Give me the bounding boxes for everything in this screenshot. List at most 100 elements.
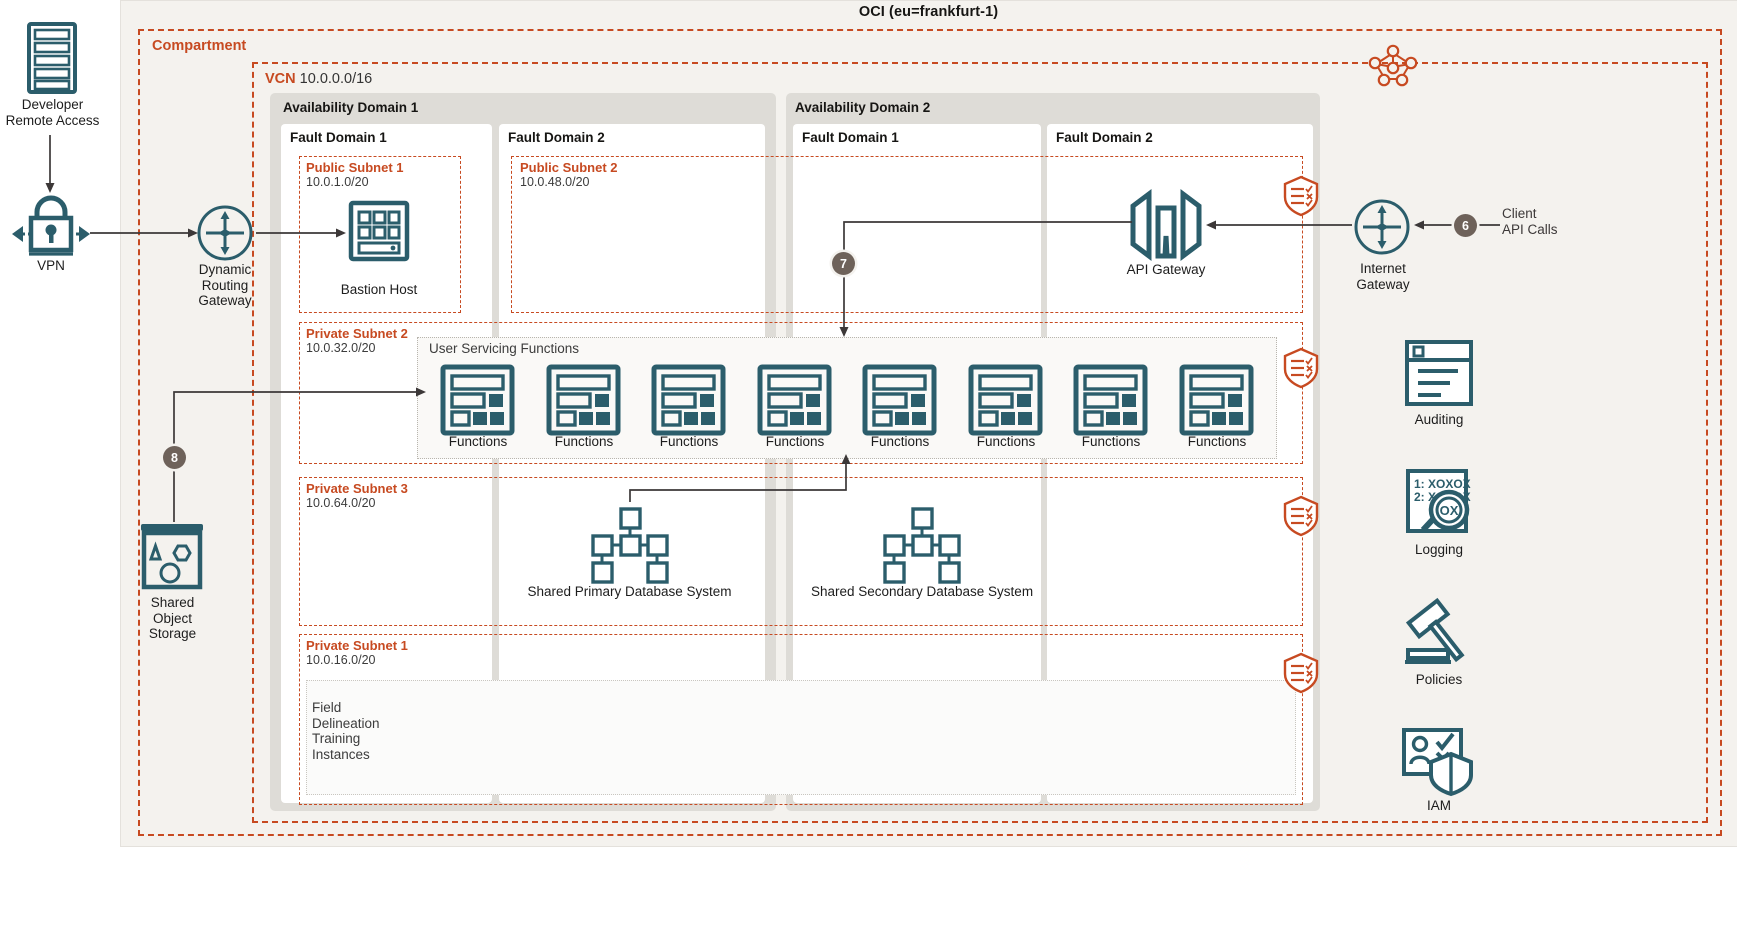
private-subnet-1-cidr: 10.0.16.0/20 xyxy=(306,653,376,667)
function-tile-5-label: Functions xyxy=(976,434,1036,449)
security-list-2[interactable] xyxy=(1282,495,1320,537)
shared-object-storage-label: Shared Object Storage xyxy=(120,595,225,642)
functions-icon xyxy=(757,364,832,436)
public-subnet-2-cidr: 10.0.48.0/20 xyxy=(520,175,590,189)
internet-gateway-line-2: Gateway xyxy=(1356,276,1410,292)
vcn-name: VCN xyxy=(265,71,296,87)
function-tile-1[interactable] xyxy=(546,364,621,436)
functions-icon xyxy=(862,364,937,436)
compartment-label: Compartment xyxy=(152,38,247,54)
internet-gateway-icon xyxy=(1354,199,1410,255)
developer-label-line2: Remote Access xyxy=(5,112,100,128)
function-tile-6[interactable] xyxy=(1073,364,1148,436)
security-list-1[interactable] xyxy=(1282,347,1320,389)
function-tile-2[interactable] xyxy=(651,364,726,436)
drg-line-1: Dynamic xyxy=(198,262,252,277)
function-tile-1-label: Functions xyxy=(554,434,614,449)
training-line-1: Field xyxy=(312,700,342,715)
public-subnet-2-name: Public Subnet 2 xyxy=(520,160,618,175)
public-subnet-1-name: Public Subnet 1 xyxy=(306,160,404,175)
bastion-host-label: Bastion Host xyxy=(340,282,418,297)
developer-remote-access-node[interactable] xyxy=(26,22,78,94)
private-subnet-1-name: Private Subnet 1 xyxy=(306,638,408,653)
vcn-network-nodes-icon-wrapper xyxy=(1365,42,1421,90)
drg-line-3: Gateway xyxy=(198,293,252,308)
connector-drg-to-bastion xyxy=(256,228,346,238)
connector-object-storage-to-functions xyxy=(173,387,426,522)
training-instances-group xyxy=(306,680,1296,795)
vpn-label: VPN xyxy=(37,258,65,273)
vpn-lock-icon xyxy=(12,195,90,256)
dynamic-routing-gateway-icon xyxy=(197,205,253,261)
security-list-shield-icon xyxy=(1283,495,1319,537)
functions-icon xyxy=(1073,364,1148,436)
function-tile-5[interactable] xyxy=(968,364,1043,436)
api-gateway-node[interactable] xyxy=(1127,189,1205,262)
governance-label-auditing: Auditing xyxy=(1414,412,1464,427)
private-subnet-2-cidr: 10.0.32.0/20 xyxy=(306,341,376,355)
connector-vpn-to-drg xyxy=(90,228,198,238)
api-gateway-icon xyxy=(1130,189,1202,261)
client-line-2: API Calls xyxy=(1502,221,1558,237)
object-storage-line-1: Shared xyxy=(150,595,195,610)
connector-database-to-functions xyxy=(629,454,851,502)
security-list-0[interactable] xyxy=(1282,175,1320,217)
network-nodes-icon xyxy=(1368,44,1418,87)
public-subnet-1-label: Public Subnet 1 10.0.1.0/20 xyxy=(306,160,404,190)
step-badge-7: 7 xyxy=(832,252,855,275)
bastion-host-node[interactable] xyxy=(348,200,410,262)
function-tile-4[interactable] xyxy=(862,364,937,436)
security-list-shield-icon xyxy=(1283,347,1319,389)
client-api-calls-label: Client API Calls xyxy=(1502,206,1622,237)
governance-item-logging[interactable]: 1: XOXOX 2: XOXOX OX Logging xyxy=(1393,468,1485,557)
functions-icon xyxy=(440,364,515,436)
developer-remote-access-label: Developer Remote Access xyxy=(0,97,105,128)
public-subnet-1-boundary xyxy=(299,156,461,313)
public-subnet-1-cidr: 10.0.1.0/20 xyxy=(306,175,369,189)
security-list-3[interactable] xyxy=(1282,652,1320,694)
function-tile-3-label: Functions xyxy=(765,434,825,449)
public-subnet-2-boundary xyxy=(511,156,1303,313)
function-tile-7-label: Functions xyxy=(1187,434,1247,449)
server-rack-icon xyxy=(27,22,77,94)
functions-icon xyxy=(546,364,621,436)
functions-icon xyxy=(651,364,726,436)
private-subnet-3-label: Private Subnet 3 10.0.64.0/20 xyxy=(306,481,408,511)
shared-primary-database-node[interactable] xyxy=(585,507,675,585)
function-tile-7[interactable] xyxy=(1179,364,1254,436)
database-system-icon xyxy=(591,507,669,584)
ad1-fault-domain-1-title: Fault Domain 1 xyxy=(290,130,387,145)
iam-icon xyxy=(1402,728,1473,797)
bastion-host-icon xyxy=(348,200,410,262)
step-badge-8: 8 xyxy=(163,446,186,469)
governance-item-policies[interactable]: Policies xyxy=(1393,597,1485,687)
function-tile-2-label: Functions xyxy=(659,434,719,449)
function-tile-3[interactable] xyxy=(757,364,832,436)
vcn-label: VCN 10.0.0.0/16 xyxy=(265,71,372,87)
function-tile-0[interactable] xyxy=(440,364,515,436)
governance-label-iam: IAM xyxy=(1426,798,1451,813)
governance-item-iam[interactable]: IAM xyxy=(1393,724,1485,813)
security-list-shield-icon xyxy=(1283,652,1319,694)
shared-object-storage-node[interactable] xyxy=(137,522,207,592)
svg-text:1: XOXOX: 1: XOXOX xyxy=(1414,477,1471,491)
security-list-shield-icon xyxy=(1283,175,1319,217)
vpn-node[interactable] xyxy=(10,195,92,258)
ad1-fault-domain-2-title: Fault Domain 2 xyxy=(508,130,605,145)
private-subnet-3-boundary xyxy=(299,477,1303,626)
governance-item-auditing[interactable]: Auditing xyxy=(1393,338,1485,427)
private-subnet-2-label: Private Subnet 2 10.0.32.0/20 xyxy=(306,326,408,356)
internet-gateway-node[interactable] xyxy=(1353,198,1411,256)
database-system-icon xyxy=(883,507,961,584)
compartment-boundary xyxy=(138,29,1722,836)
object-storage-line-2: Object xyxy=(152,610,193,626)
shared-secondary-database-node[interactable] xyxy=(877,507,967,585)
training-line-3: Training xyxy=(312,731,361,746)
governance-label-policies: Policies xyxy=(1415,672,1463,687)
dynamic-routing-gateway-node[interactable] xyxy=(196,204,254,262)
governance-label-logging: Logging xyxy=(1414,542,1464,557)
user-servicing-functions-caption: User Servicing Functions xyxy=(429,341,580,356)
internet-gateway-line-1: Internet xyxy=(1360,261,1406,276)
vcn-cidr: 10.0.0.0/16 xyxy=(299,71,373,87)
connector-api-gateway-to-functions xyxy=(839,221,1132,337)
